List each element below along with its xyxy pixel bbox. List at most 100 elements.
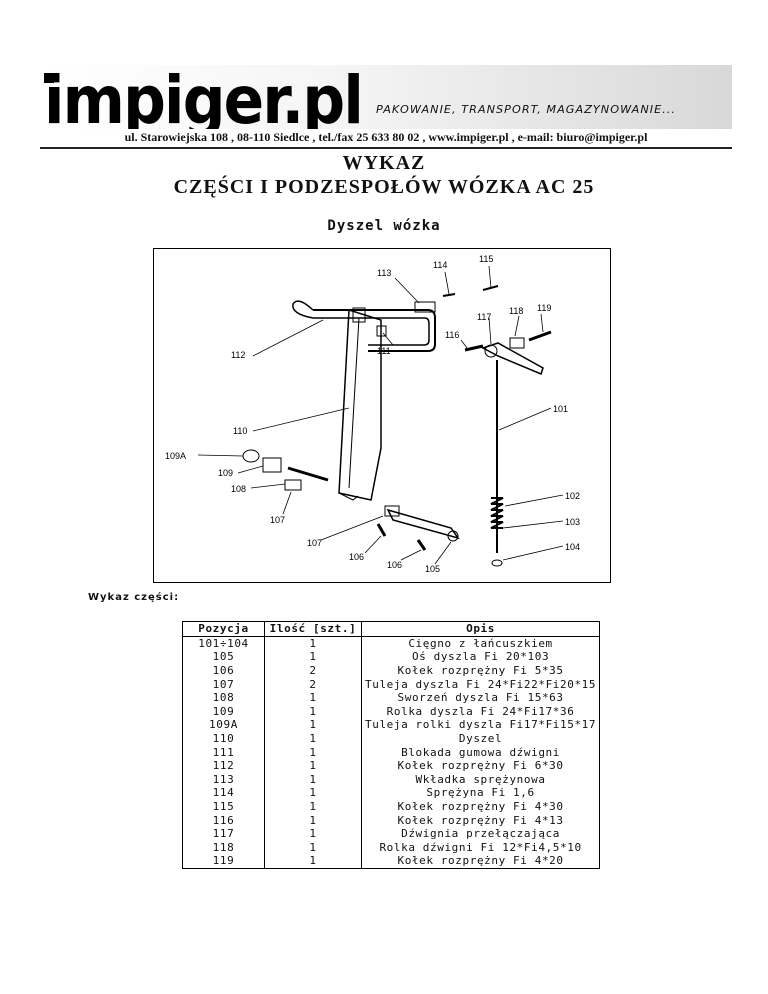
cell-position: 107 bbox=[182, 677, 265, 691]
cell-position: 110 bbox=[182, 731, 265, 746]
divider bbox=[40, 147, 732, 149]
cell-position: 106 bbox=[182, 663, 265, 678]
cell-position: 114 bbox=[182, 786, 265, 800]
document-title-line2: CZĘŚCI I PODZESPOŁÓW WÓZKA AC 25 bbox=[173, 176, 595, 198]
part-label: 107 bbox=[307, 538, 322, 548]
cell-description: Wkładka sprężynowa bbox=[360, 772, 601, 787]
part-label: 110 bbox=[233, 426, 247, 436]
cell-description: Blokada gumowa dźwigni bbox=[360, 745, 601, 759]
logo-tagline: PAKOWANIE, TRANSPORT, MAGAZYNOWANIE... bbox=[376, 103, 676, 116]
column-header: Ilość [szt.] bbox=[264, 621, 362, 637]
cell-description: Oś dyszla Fi 20*103 bbox=[360, 650, 601, 664]
cell-quantity: 1 bbox=[264, 840, 362, 855]
exploded-parts-diagram: 113 114 115 117 118 119 116 111 112 101 … bbox=[153, 248, 611, 583]
logo-text: impiger.pl bbox=[44, 65, 362, 129]
part-label: 114 bbox=[433, 260, 447, 270]
part-label: 113 bbox=[377, 268, 391, 278]
parts-list-caption: Wykaz części: bbox=[88, 592, 180, 603]
cell-position: 111 bbox=[182, 745, 265, 759]
part-label: 109A bbox=[165, 451, 186, 461]
cell-position: 116 bbox=[182, 813, 265, 827]
part-label: 106 bbox=[387, 560, 402, 570]
cell-position: 108 bbox=[182, 690, 265, 705]
cell-quantity: 1 bbox=[264, 718, 362, 732]
column-header: Opis bbox=[360, 621, 601, 637]
section-subtitle: Dyszel wózka bbox=[327, 218, 441, 234]
part-label: 116 bbox=[445, 330, 459, 340]
part-label: 118 bbox=[509, 306, 523, 316]
cell-quantity: 1 bbox=[264, 690, 362, 705]
cell-description: Sprężyna Fi 1,6 bbox=[360, 786, 601, 800]
part-label: 104 bbox=[565, 542, 580, 552]
part-label: 106 bbox=[349, 552, 364, 562]
cell-quantity: 2 bbox=[264, 677, 362, 691]
part-label: 117 bbox=[477, 312, 491, 322]
cell-position: 109A bbox=[182, 718, 265, 732]
cell-quantity: 1 bbox=[264, 799, 362, 814]
part-label: 105 bbox=[425, 564, 440, 574]
cell-position: 113 bbox=[182, 772, 265, 787]
cell-description: Cięgno z łańcuszkiem bbox=[360, 636, 601, 651]
cell-description: Kołek rozprężny Fi 4*30 bbox=[360, 799, 601, 814]
cell-position: 101÷104 bbox=[182, 636, 265, 651]
company-logo: impiger.pl PAKOWANIE, TRANSPORT, MAGAZYN… bbox=[40, 65, 732, 129]
cell-position: 119 bbox=[182, 854, 265, 869]
part-label: 107 bbox=[270, 515, 285, 525]
part-label: 115 bbox=[479, 254, 493, 264]
cell-position: 105 bbox=[182, 650, 265, 664]
company-banner: impiger.pl PAKOWANIE, TRANSPORT, MAGAZYN… bbox=[40, 65, 732, 149]
part-label: 103 bbox=[565, 517, 580, 527]
part-label: 102 bbox=[565, 491, 580, 501]
cell-quantity: 1 bbox=[264, 826, 362, 841]
part-label: 119 bbox=[537, 303, 551, 313]
cell-description: Tuleja rolki dyszla Fi17*Fi15*17 bbox=[360, 718, 601, 732]
cell-description: Dźwignia przełączająca bbox=[360, 826, 601, 841]
cell-position: 118 bbox=[182, 840, 265, 855]
cell-position: 112 bbox=[182, 758, 265, 773]
part-label: 111 bbox=[377, 346, 391, 356]
cell-quantity: 1 bbox=[264, 854, 362, 869]
cell-description: Kołek rozprężny Fi 5*35 bbox=[360, 663, 601, 678]
cell-description: Tuleja dyszla Fi 24*Fi22*Fi20*15 bbox=[360, 677, 601, 691]
cell-quantity: 1 bbox=[264, 758, 362, 773]
column-header: Pozycja bbox=[182, 621, 265, 637]
cell-description: Rolka dyszla Fi 24*Fi17*36 bbox=[360, 704, 601, 719]
cell-quantity: 1 bbox=[264, 786, 362, 800]
cell-quantity: 1 bbox=[264, 813, 362, 827]
part-label: 108 bbox=[231, 484, 246, 494]
cell-position: 109 bbox=[182, 704, 265, 719]
cell-description: Dyszel bbox=[360, 731, 601, 746]
cell-quantity: 1 bbox=[264, 636, 362, 651]
cell-quantity: 2 bbox=[264, 663, 362, 678]
document-title: WYKAZ bbox=[342, 152, 426, 174]
cell-position: 115 bbox=[182, 799, 265, 814]
cell-quantity: 1 bbox=[264, 745, 362, 759]
cell-description: Kołek rozprężny Fi 4*20 bbox=[360, 854, 601, 869]
company-address: ul. Starowiejska 108 , 08-110 Siedlce , … bbox=[124, 130, 648, 144]
cell-quantity: 1 bbox=[264, 704, 362, 719]
cell-quantity: 1 bbox=[264, 772, 362, 787]
part-label: 112 bbox=[231, 350, 245, 360]
cell-description: Rolka dźwigni Fi 12*Fi4,5*10 bbox=[360, 840, 601, 855]
cell-quantity: 1 bbox=[264, 731, 362, 746]
table-header-row: Pozycja Ilość [szt.] Opis bbox=[182, 621, 601, 637]
part-label: 109 bbox=[218, 468, 233, 478]
cell-description: Kołek rozprężny Fi 6*30 bbox=[360, 758, 601, 773]
part-label: 101 bbox=[553, 404, 568, 414]
